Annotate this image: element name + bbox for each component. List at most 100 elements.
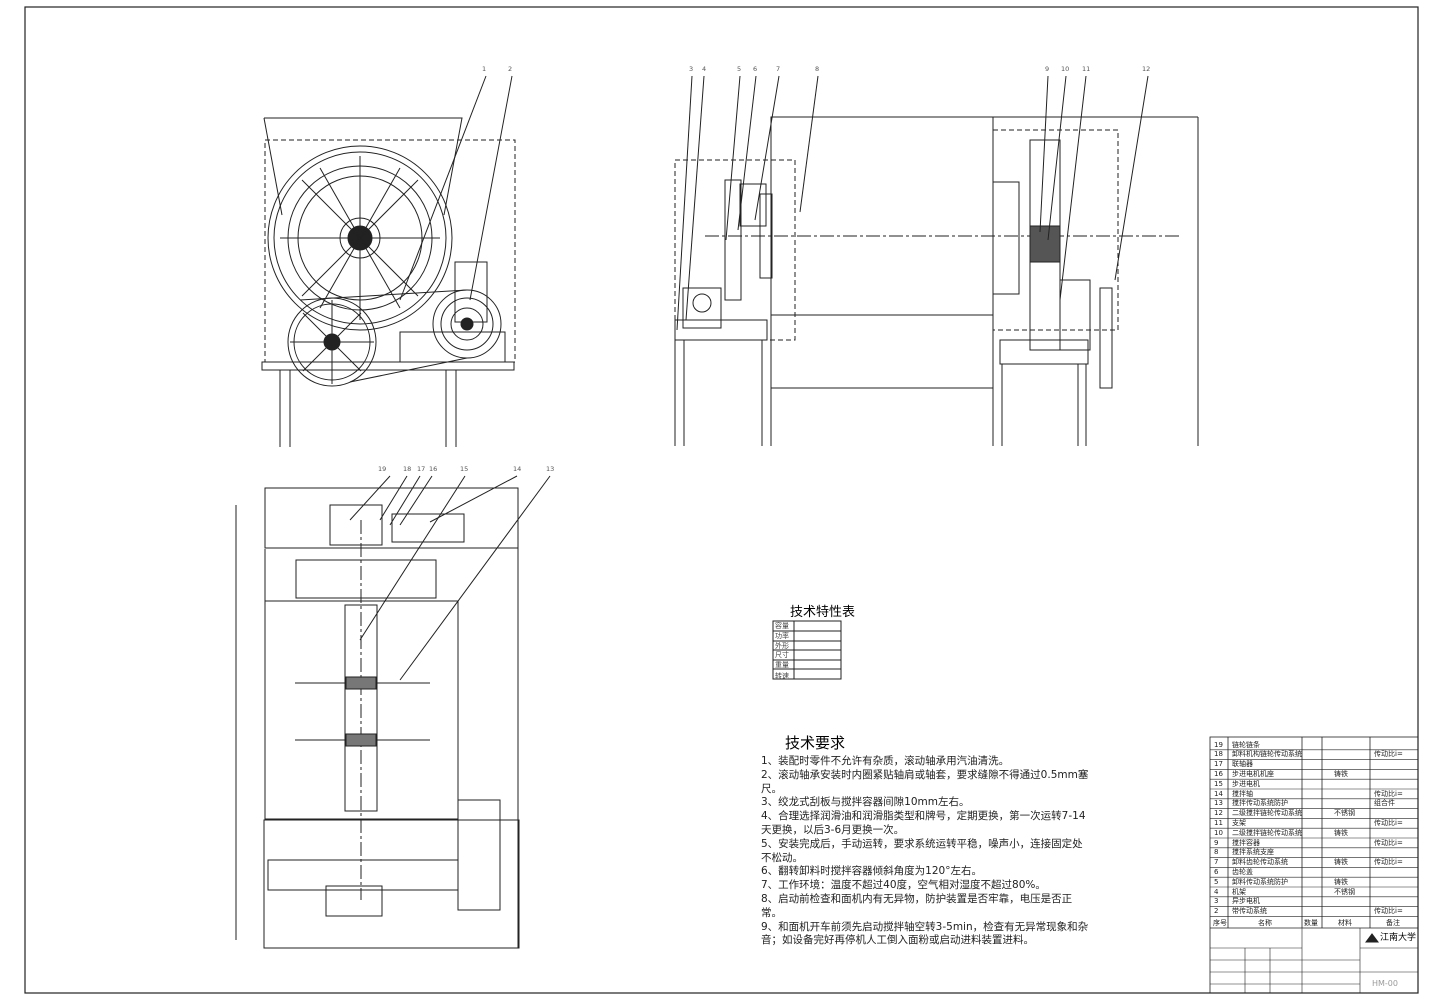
bom-cell-name: 步进电机 <box>1232 779 1260 788</box>
top-view <box>235 475 551 949</box>
bom-cell-material: 不锈钢 <box>1334 887 1355 896</box>
bom-cell-name: 搅拌轴 <box>1232 789 1253 798</box>
tech-req-line: 常。 <box>761 906 782 919</box>
bom-cell-name: 步进电机机座 <box>1232 769 1274 778</box>
balloon-18: 18 <box>403 465 412 473</box>
bom-cell-no: 15 <box>1214 779 1223 788</box>
bom-cell-no: 9 <box>1214 838 1219 847</box>
tech-req-line: 音；如设备完好再停机人工倒入面粉或启动进料装置进料。 <box>761 934 1034 947</box>
balloon-12: 12 <box>1142 65 1151 73</box>
balloon-3: 3 <box>689 65 694 73</box>
balloon-2: 2 <box>508 65 513 73</box>
bom-cell-note: 传动比i= <box>1374 750 1403 759</box>
balloon-6: 6 <box>753 65 758 73</box>
bom-cell-note: 组合件 <box>1374 799 1395 808</box>
tech-req-line: 7、工作环境：温度不超过40度，空气相对湿度不超过80%。 <box>761 879 1046 892</box>
tech-req-line: 6、翻转卸料时搅拌容器倾斜角度为120°左右。 <box>761 865 982 878</box>
bom-cell-note: 传动比i= <box>1374 818 1403 827</box>
tech-spec-title: 技术特性表 <box>790 605 856 620</box>
bom-cell-name: 搅拌传动系统防护 <box>1232 799 1288 808</box>
bom-cell-no: 19 <box>1214 740 1223 749</box>
bom-cell-name: 齿轮盖 <box>1232 867 1253 876</box>
balloon-15: 15 <box>460 465 469 473</box>
tech-req-line: 4、合理选择润滑油和润滑脂类型和牌号，定期更换，第一次运转7-14 <box>761 810 1086 823</box>
balloon-14: 14 <box>513 465 522 473</box>
bom-cell-no: 12 <box>1214 809 1223 818</box>
bom-cell-no: 7 <box>1214 858 1219 867</box>
balloon-19: 19 <box>378 465 387 473</box>
tech-spec-row: 重量 <box>775 661 789 669</box>
balloon-8: 8 <box>815 65 820 73</box>
tech-req-line: 5、安装完成后，手动运转，要求系统运转平稳，噪声小，连接固定处 <box>761 837 1083 850</box>
bom-cell-no: 4 <box>1214 887 1219 896</box>
bom-cell-name: 卸料齿轮传动系统 <box>1232 858 1288 867</box>
bom-cell-name: 机架 <box>1232 887 1246 896</box>
bom-cell-no: 2 <box>1214 907 1219 916</box>
balloon-13: 13 <box>546 465 555 473</box>
university-logo-icon <box>1365 933 1379 943</box>
bom-header-note: 备注 <box>1386 919 1400 927</box>
bom-header-name: 名称 <box>1258 919 1272 927</box>
bom-cell-name: 二级搅拌链轮传动系统 <box>1232 828 1302 837</box>
tech-req-line: 不松动。 <box>761 851 803 864</box>
bom-cell-material: 不锈钢 <box>1334 809 1355 818</box>
bom-cell-name: 链轮链条 <box>1232 740 1260 749</box>
balloon-1: 1 <box>482 65 487 73</box>
bom-cell-no: 5 <box>1214 877 1219 886</box>
tech-req-title: 技术要求 <box>785 734 846 752</box>
tech-spec-row: 尺寸 <box>775 651 789 659</box>
balloon-17: 17 <box>417 465 426 473</box>
bom-cell-no: 18 <box>1214 750 1223 759</box>
bom-cell-no: 11 <box>1214 818 1223 827</box>
tech-req-line: 2、滚动轴承安装时内圈紧贴轴肩或轴套，要求缝隙不得通过0.5mm塞 <box>761 768 1089 781</box>
bom-cell-name: 二级搅拌链轮传动系统 <box>1232 809 1302 818</box>
tech-req-line: 9、和面机开车前须先启动搅拌轴空转3-5min，检查有无异常现象和杂 <box>761 920 1089 933</box>
tech-spec-row: 转速 <box>775 672 789 680</box>
bom-cell-no: 13 <box>1214 799 1223 808</box>
tech-spec-table-lines <box>772 620 842 680</box>
tech-req-line: 8、启动前检查和面机内有无异物，防护装置是否牢靠，电压是否正 <box>761 893 1073 905</box>
balloon-10: 10 <box>1061 65 1070 73</box>
balloon-7: 7 <box>776 65 781 73</box>
bom-cell-no: 17 <box>1214 760 1223 769</box>
bom-header-qty: 数量 <box>1304 919 1318 927</box>
bom-cell-name: 异步电机 <box>1232 897 1260 906</box>
balloon-11: 11 <box>1082 65 1091 73</box>
bom-cell-name: 卸料机构链轮传动系统 <box>1232 750 1302 759</box>
balloon-5: 5 <box>737 65 742 73</box>
bom-cell-name: 搅拌系统支座 <box>1232 848 1274 857</box>
bom-cell-no: 16 <box>1214 769 1223 778</box>
bom-cell-no: 3 <box>1214 897 1219 906</box>
balloon-16: 16 <box>429 465 438 473</box>
bom-cell-note: 传动比i= <box>1374 858 1403 867</box>
tech-req-line: 1、装配时零件不允许有杂质，滚动轴承用汽油清洗。 <box>761 755 1010 767</box>
bom-cell-name: 带传动系统 <box>1232 907 1267 916</box>
tech-req-line: 尺。 <box>761 782 782 795</box>
drawing-number: HM-00 <box>1372 979 1398 988</box>
school-name: 江南大学 <box>1380 933 1417 943</box>
tech-spec-row: 容量 <box>775 622 789 630</box>
tech-req-line: 天更换，以后3-6月更换一次。 <box>761 824 905 836</box>
bom-grid <box>1209 736 1419 994</box>
bom-header-no: 序号 <box>1213 919 1227 927</box>
side-view <box>674 75 1199 446</box>
balloon-4: 4 <box>702 65 707 73</box>
bom-cell-name: 支架 <box>1232 818 1246 827</box>
bom-cell-material: 铸铁 <box>1334 769 1348 778</box>
bom-cell-note: 传动比i= <box>1374 789 1403 798</box>
bom-cell-note: 传动比i= <box>1374 838 1403 847</box>
bom-cell-name: 搅拌容器 <box>1232 838 1260 847</box>
sheet-border <box>24 6 1419 994</box>
front-view <box>261 75 516 447</box>
bom-cell-name: 联轴器 <box>1232 760 1253 769</box>
bom-cell-name: 卸料传动系统防护 <box>1232 877 1288 886</box>
tech-spec-row: 外形 <box>775 642 789 650</box>
bom-cell-material: 铸铁 <box>1334 877 1348 886</box>
bom-cell-no: 6 <box>1214 867 1219 876</box>
title-block-lines <box>1210 928 1418 993</box>
tech-spec-row: 功率 <box>775 632 789 640</box>
bom-row-lines <box>1210 749 1418 917</box>
tech-req-line: 3、绞龙式刮板与搅拌容器间隙10mm左右。 <box>761 796 970 809</box>
balloon-9: 9 <box>1045 65 1050 73</box>
